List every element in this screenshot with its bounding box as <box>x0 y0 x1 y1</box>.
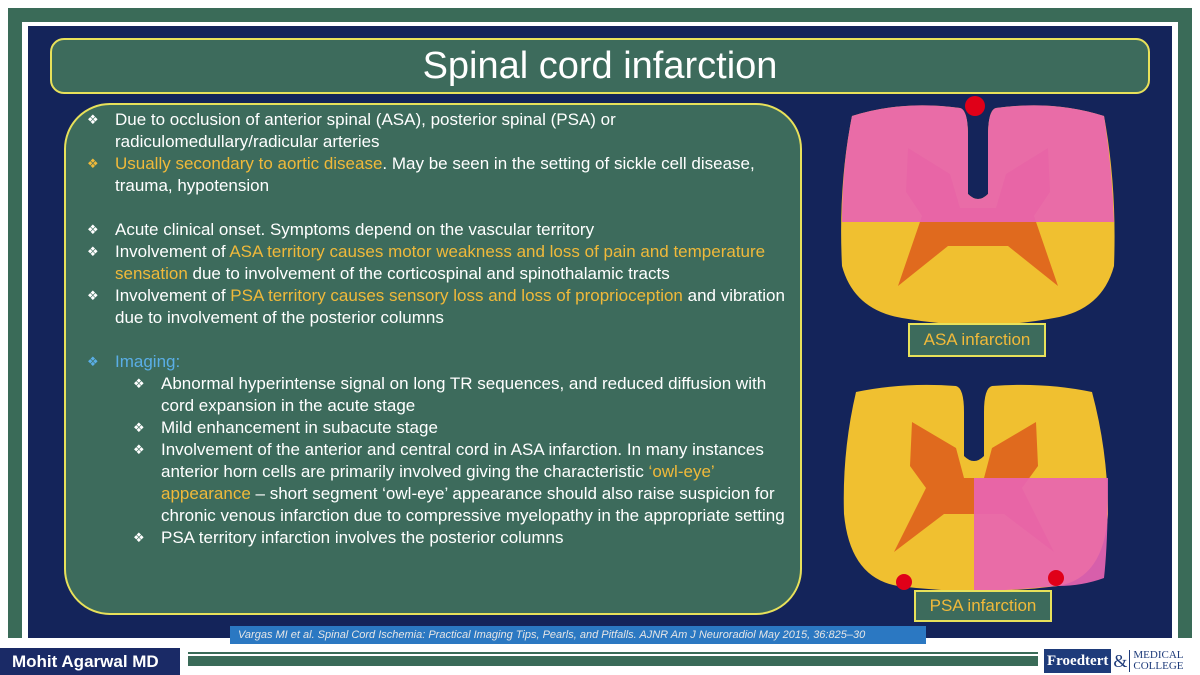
bullet-list: ❖ Due to occlusion of anterior spinal (AS… <box>85 109 790 549</box>
bullet-text: ASA territory causes motor weakness and … <box>115 242 766 283</box>
psa-artery-dot-left <box>896 574 912 590</box>
content-box <box>64 103 802 615</box>
institution-logo: Froedtert & MEDICAL COLLEGE <box>1044 648 1194 674</box>
bullet-gap <box>85 329 790 351</box>
bullet-text: . May be seen in the setting of sickle c… <box>115 154 755 195</box>
bullet-diamond-icon: ❖ <box>87 244 99 259</box>
author-badge: Mohit Agarwal MD <box>0 648 180 675</box>
bullet-text: Acute clinical onset. Symptoms depend on… <box>115 220 595 239</box>
bullet-text: and vibration due to involvement of the … <box>115 286 785 327</box>
logo-right-line-2: COLLEGE <box>1133 660 1184 672</box>
logo-left-text: Froedtert <box>1044 649 1112 673</box>
frame-top-bar <box>8 8 1192 22</box>
asa-infarct-zone <box>842 105 1114 222</box>
bullet-gap <box>85 197 790 219</box>
frame-right-bar <box>1178 8 1192 638</box>
sub-bullet-item: ❖ Mild enhancement in subacute stage <box>85 417 790 439</box>
bullet-text: Usually secondary to aortic disease <box>115 154 383 173</box>
bullet-diamond-icon: ❖ <box>133 420 145 435</box>
bullet-item: ❖ Due to occlusion of anterior spinal (AS… <box>85 109 790 153</box>
bullet-text: – short segment ‘owl-eye’ appearance sho… <box>161 484 785 525</box>
bullet-diamond-icon: ❖ <box>87 354 99 369</box>
frame-left-bar <box>8 8 22 638</box>
bullet-text: PSA territory infarction involves the po… <box>161 528 564 547</box>
sub-bullet-item: ❖ Abnormal hyperintense signal on long TR… <box>85 373 790 417</box>
asa-infarction-label: ASA infarction <box>908 323 1046 357</box>
bullet-text: PSA territory causes sensory loss and lo… <box>230 286 683 305</box>
bullet-item: ❖ Involvement of ASA territory causes mot… <box>85 241 790 285</box>
bullet-text: Abnormal hyperintense signal on long TR … <box>161 374 767 415</box>
bullet-item: ❖ Acute clinical onset. Symptoms depend o… <box>85 219 790 241</box>
bullet-item: ❖ Involvement of PSA territory causes sen… <box>85 285 790 329</box>
bullet-diamond-icon: ❖ <box>87 156 99 171</box>
sub-bullet-item: ❖ Involvement of the anterior and central… <box>85 439 790 527</box>
bullet-diamond-icon: ❖ <box>133 442 145 457</box>
asa-cord-diagram <box>841 96 1115 325</box>
bullet-text: Involvement of the anterior and central … <box>161 440 764 481</box>
asa-artery-dot <box>965 96 985 116</box>
psa-cord-diagram <box>843 384 1108 592</box>
sub-bullet-item: ❖ PSA territory infarction involves the p… <box>85 527 790 549</box>
bullet-item: ❖ Imaging: <box>85 351 790 373</box>
bullet-diamond-icon: ❖ <box>133 530 145 545</box>
logo-right-line-1: MEDICAL <box>1133 649 1184 661</box>
psa-artery-dot-right <box>1048 570 1064 586</box>
bullet-text: Imaging: <box>115 352 181 371</box>
psa-infarction-label: PSA infarction <box>914 590 1052 622</box>
bottom-divider <box>188 656 1038 666</box>
logo-right-text: MEDICAL COLLEGE <box>1129 650 1183 672</box>
title-box: Spinal cord infarction <box>50 38 1150 94</box>
cord-diagrams <box>841 96 1115 592</box>
psa-infarct-zone <box>974 478 1108 592</box>
bullet-text: ‘owl-eye’ appearance <box>161 462 715 503</box>
slide-title: Spinal cord infarction <box>422 44 778 87</box>
bullet-text: Due to occlusion of anterior spinal (ASA… <box>115 110 616 151</box>
bullet-diamond-icon: ❖ <box>87 222 99 237</box>
bullet-text: Involvement of <box>115 242 230 261</box>
bottom-divider-thin <box>188 652 1038 654</box>
bullet-text: Involvement of <box>115 286 231 305</box>
bullet-item: ❖ Usually secondary to aortic disease. Ma… <box>85 153 790 197</box>
logo-ampersand: & <box>1113 650 1128 671</box>
bullet-text: due to involvement of the corticospinal … <box>187 264 670 283</box>
bullet-diamond-icon: ❖ <box>133 376 145 391</box>
citation: Vargas MI et al. Spinal Cord Ischemia: P… <box>230 626 926 644</box>
bullet-diamond-icon: ❖ <box>87 112 99 127</box>
bullet-text: Mild enhancement in subacute stage <box>161 418 438 437</box>
bullet-diamond-icon: ❖ <box>87 288 99 303</box>
